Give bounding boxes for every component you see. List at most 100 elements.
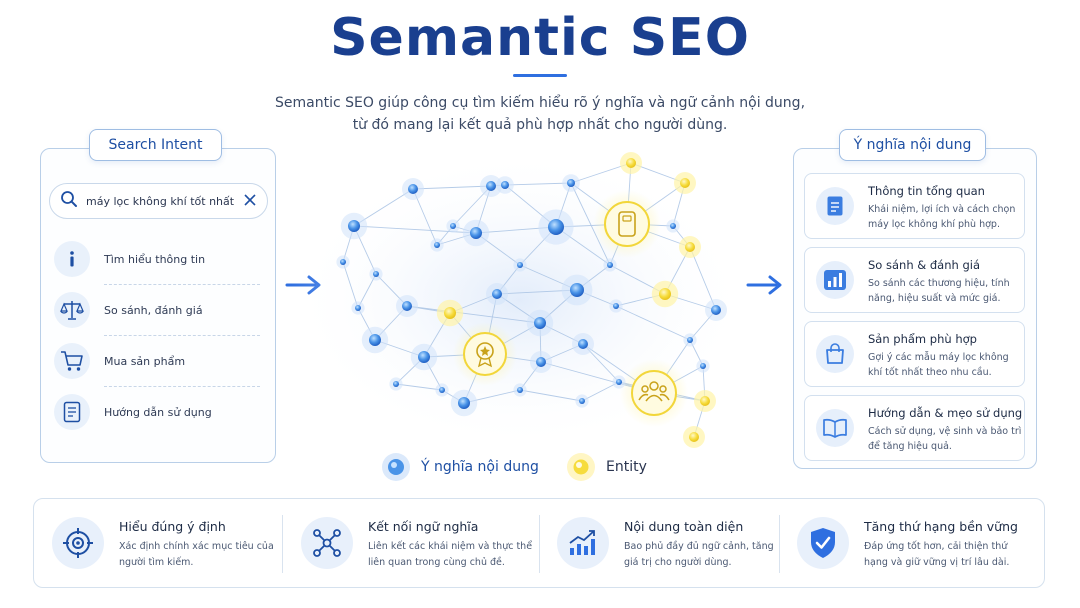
scale-icon [54,292,90,328]
feature-desc: Xác định chính xác mục tiêu của người tì… [119,541,274,568]
meaning-node [450,389,478,417]
title-underline [513,74,567,77]
page-subtitle: Semantic SEO giúp công cụ tìm kiếm hiểu … [240,92,840,136]
feature-title: Hiểu đúng ý định [119,519,226,534]
meaning-card-title: Sản phẩm phù hợp [868,332,977,346]
meaning-card-title: So sánh & đánh giá [868,258,981,272]
air-purifier-icon [618,211,636,237]
meaning-card-desc: Khái niệm, lợi ích và cách chọn máy lọc … [868,204,1016,230]
meaning-node [480,175,502,197]
bar-chart-icon [816,261,854,299]
yellow-node-icon [567,453,595,481]
meaning-node [496,176,514,194]
meaning-node [696,359,710,373]
intent-item-info[interactable]: Tìm hiểu thông tin [54,239,259,279]
meaning-node [351,301,365,315]
legend-meaning-label: Ý nghĩa nội dung [421,459,539,475]
meaning-node [513,383,527,397]
target-icon [52,517,104,569]
divider [104,386,260,387]
meaning-node [683,333,697,347]
meaning-node [603,258,617,272]
meaning-card-products[interactable]: Sản phẩm phù hợp Gợi ý các mẫu máy lọc k… [804,321,1025,387]
meaning-node [538,209,574,245]
divider [779,515,780,573]
search-icon [60,190,78,212]
meaning-node [486,283,508,305]
graph-edge [412,185,492,190]
meaning-node [462,219,490,247]
content-meaning-title: Ý nghĩa nội dung [839,129,986,161]
meaning-node [609,299,623,313]
graph-edge [689,246,717,311]
page-title: Semantic SEO [330,8,750,68]
meaning-node [513,258,527,272]
meaning-card-desc: So sánh các thương hiệu, tính năng, hiệu… [868,278,1010,304]
intent-item-label: Tìm hiểu thông tin [104,252,206,266]
features-bar: Hiểu đúng ý định Xác định chính xác mục … [33,498,1045,588]
meaning-node [572,333,594,355]
meaning-node [575,394,589,408]
search-input[interactable]: máy lọc không khí tốt nhất [49,183,268,219]
entity-node [674,172,696,194]
meaning-card-desc: Gợi ý các mẫu máy lọc không khí tốt nhất… [868,352,1009,378]
search-intent-title: Search Intent [89,129,222,161]
subtitle-line-1: Semantic SEO giúp công cụ tìm kiếm hiểu … [274,95,806,111]
meaning-node [561,274,593,306]
entity-node [679,236,701,258]
graph-edge [395,383,443,391]
meaning-node [389,377,403,391]
feature-comprehensive: Nội dung toàn diện Bao phủ đầy đủ ngữ cả… [557,499,787,589]
divider [539,515,540,573]
blue-node-icon [382,453,410,481]
meaning-node [435,383,449,397]
meaning-card-compare[interactable]: So sánh & đánh giá So sánh các thương hi… [804,247,1025,313]
graph-edge [581,381,620,402]
graph-edge [519,389,583,402]
feature-intent: Hiểu đúng ý định Xác định chính xác mục … [52,499,282,589]
divider [104,335,260,336]
meaning-card-overview[interactable]: Thông tin tổng quan Khái niệm, lợi ích v… [804,173,1025,239]
network-icon [301,517,353,569]
graph-edge [406,305,541,324]
shield-check-icon [797,517,849,569]
feature-semantic: Kết nối ngữ nghĩa Liên kết các khái niệm… [301,499,532,589]
entity-node [436,299,464,327]
meaning-node [526,309,554,337]
meaning-node [562,174,580,192]
intent-item-compare[interactable]: So sánh, đánh giá [54,290,259,330]
feature-desc: Bao phủ đầy đủ ngữ cảnh, tăng giá trị ch… [624,541,774,568]
document-icon [54,394,90,430]
meaning-node [361,326,389,354]
growth-chart-icon [557,517,609,569]
graph-edge [504,182,572,186]
intent-item-guide[interactable]: Hướng dẫn sử dụng [54,392,259,432]
intent-item-label: Hướng dẫn sử dụng [104,405,212,419]
graph-edge [342,261,359,309]
graph-edge [570,182,611,266]
divider [104,284,260,285]
meaning-node [336,255,350,269]
intent-item-label: So sánh, đánh giá [104,303,203,317]
cart-icon [54,343,90,379]
meaning-node [410,343,438,371]
search-query: máy lọc không khí tốt nhất [86,194,235,208]
meaning-card-desc: Cách sử dụng, vệ sinh và bảo trì để tăng… [868,426,1022,452]
entity-hub-device [593,190,661,258]
users-icon [638,381,670,402]
meaning-card-title: Hướng dẫn & mẹo sử dụng [868,406,1023,420]
book-icon [816,409,854,447]
meaning-node [705,299,727,321]
document-icon [816,187,854,225]
legend-entity-label: Entity [606,459,647,475]
info-icon [54,241,90,277]
graph-edge [615,305,691,341]
award-badge-icon [476,342,494,368]
close-icon[interactable] [243,192,257,211]
feature-desc: Đáp ứng tốt hơn, cải thiện thứ hạng và g… [864,541,1010,568]
meaning-node [369,267,383,281]
meaning-card-guide[interactable]: Hướng dẫn & mẹo sử dụng Cách sử dụng, vệ… [804,395,1025,461]
intent-item-buy[interactable]: Mua sản phẩm [54,341,259,381]
feature-title: Kết nối ngữ nghĩa [368,519,479,534]
subtitle-line-2: từ đó mang lại kết quả phù hợp nhất cho … [352,117,728,133]
